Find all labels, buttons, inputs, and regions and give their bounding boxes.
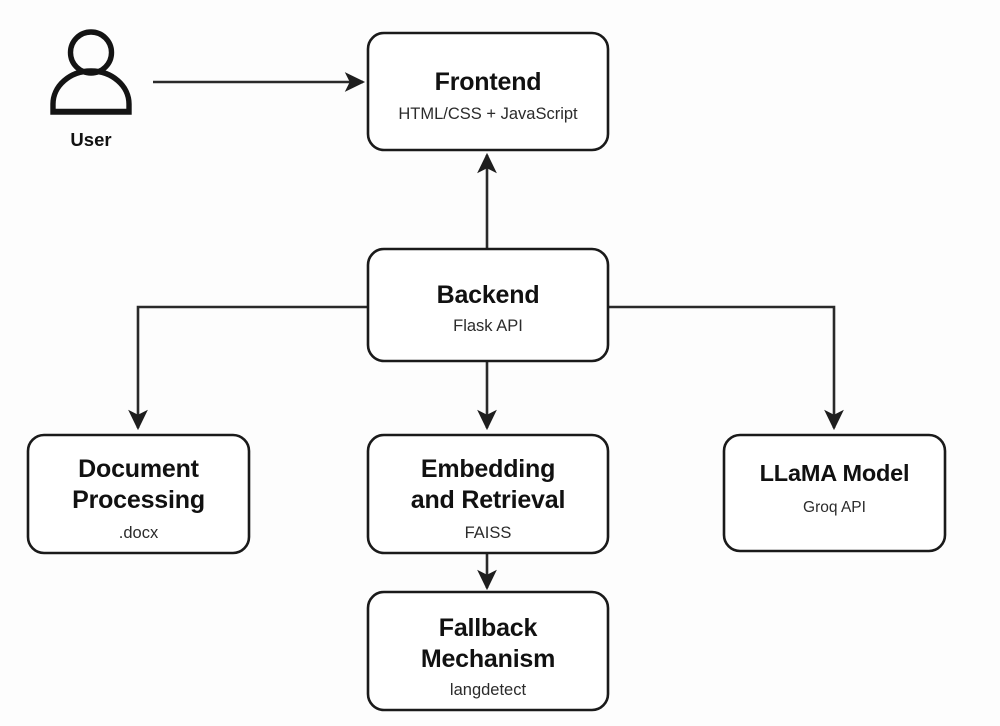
user-label: User — [70, 129, 111, 150]
node-fallback-mechanism-box[interactable] — [366, 590, 610, 712]
node-fallback-mechanism[interactable]: Fallback Mechanism langdetect — [366, 590, 610, 712]
edge-backend-to-document-processing — [128, 305, 368, 431]
node-backend-subtitle: Flask API — [453, 317, 523, 335]
node-embedding-retrieval-subtitle: FAISS — [465, 524, 512, 542]
node-frontend-subtitle: HTML/CSS + JavaScript — [398, 105, 578, 123]
node-embedding-retrieval[interactable]: Embedding and Retrieval FAISS — [366, 433, 610, 555]
node-llama-model[interactable]: LLaMA Model Groq API — [722, 433, 947, 553]
node-backend[interactable]: Backend Flask API — [366, 247, 610, 363]
node-document-processing-subtitle: .docx — [119, 524, 159, 542]
node-frontend-title: Frontend — [435, 68, 542, 96]
node-fallback-mechanism-title-line1: Fallback — [439, 614, 538, 642]
user-person-icon-head — [67, 29, 115, 76]
node-document-processing-title-line1: Document — [78, 455, 200, 483]
node-fallback-mechanism-title-line2: Mechanism — [421, 645, 555, 673]
node-llama-model-title: LLaMA Model — [760, 460, 910, 486]
node-document-processing-title-line2: Processing — [72, 486, 205, 514]
node-embedding-retrieval-box[interactable] — [366, 433, 610, 555]
node-backend-box[interactable] — [366, 247, 610, 363]
user-actor: User — [50, 29, 132, 150]
node-embedding-retrieval-title-line2: and Retrieval — [411, 486, 565, 514]
node-fallback-mechanism-subtitle: langdetect — [450, 681, 527, 699]
node-backend-title: Backend — [437, 281, 540, 309]
node-llama-model-box[interactable] — [722, 433, 947, 553]
node-embedding-retrieval-title-line1: Embedding — [421, 455, 555, 483]
edge-backend-to-llama-model — [608, 305, 844, 431]
node-document-processing-box[interactable] — [26, 433, 251, 555]
node-document-processing[interactable]: Document Processing .docx — [26, 433, 251, 555]
node-frontend[interactable]: Frontend HTML/CSS + JavaScript — [366, 31, 610, 152]
user-person-icon-body — [50, 68, 132, 115]
node-llama-model-subtitle: Groq API — [803, 499, 866, 516]
node-frontend-box[interactable] — [366, 31, 610, 152]
